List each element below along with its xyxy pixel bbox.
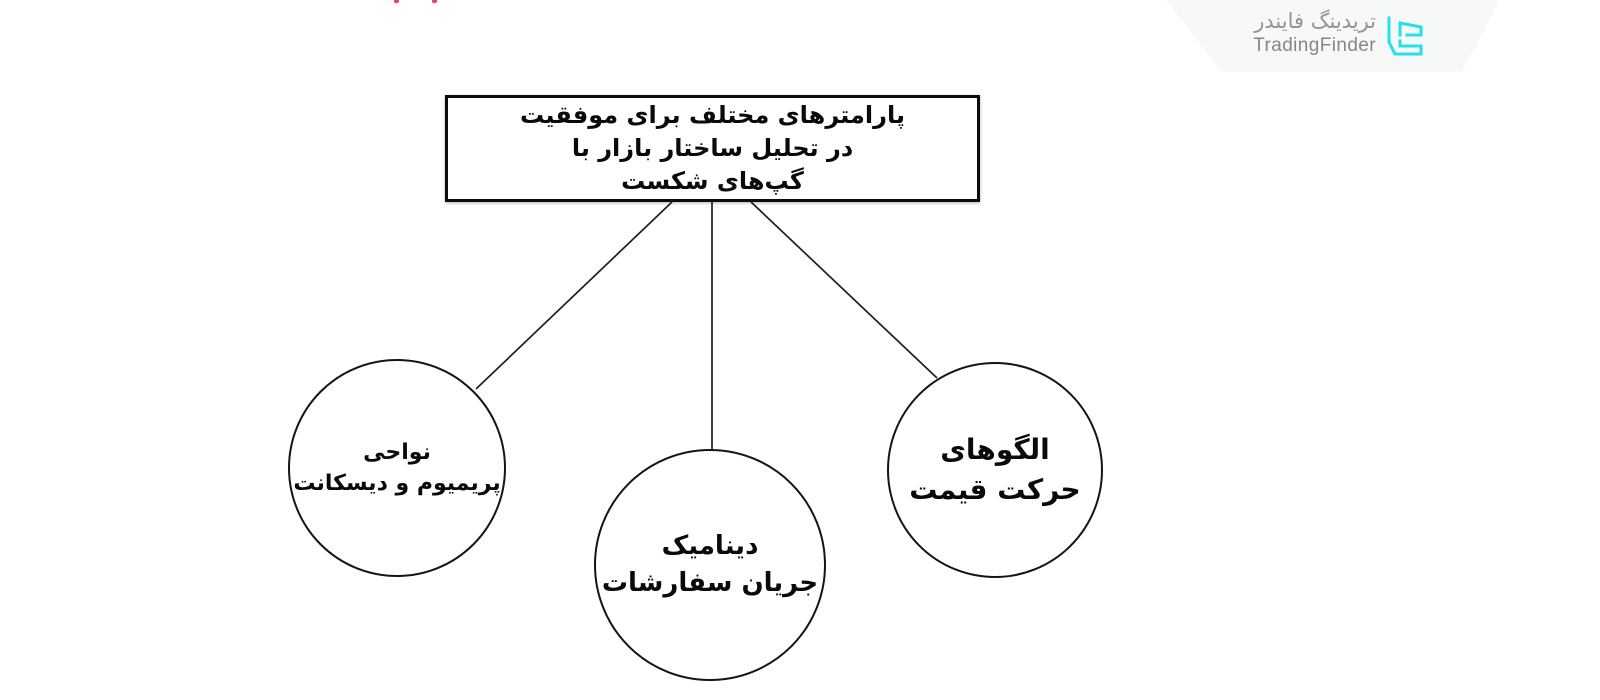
node-label-line: نواحی: [363, 440, 431, 465]
root-node-line-3: گپ‌های شکست: [621, 167, 804, 195]
brand-banner: تریدینگ فایندر TradingFinder: [1166, 0, 1500, 72]
logo-stroke-upper: [1398, 21, 1423, 37]
root-node-line-2: در تحلیل ساختار بازار با: [571, 134, 854, 162]
root-node-line-1: پارامترهای مختلف برای موفقیت: [520, 101, 905, 129]
brand-wordmark: تریدینگ فایندر TradingFinder: [1253, 8, 1376, 58]
connector-root-to-premium-discount: [475, 201, 673, 390]
tradingfinder-logo-icon: [1387, 16, 1423, 56]
node-label-line: حرکت قیمت: [909, 473, 1081, 506]
logo-stroke-lower: [1387, 16, 1423, 56]
brand-name-farsi: تریدینگ فایندر: [1254, 9, 1376, 33]
connector-root-to-price-patterns: [750, 201, 938, 379]
node-order-flow-dynamics: دینامیک جریان سفارشات: [594, 449, 826, 681]
node-label-line: دینامیک: [661, 531, 759, 561]
cropped-red-speck: [394, 0, 399, 3]
node-label-line: الگوهای: [940, 433, 1050, 466]
root-node: پارامترهای مختلف برای موفقیت در تحلیل سا…: [445, 95, 980, 202]
node-price-movement-patterns: الگوهای حرکت قیمت: [887, 362, 1103, 578]
brand-name-english: TradingFinder: [1253, 35, 1376, 56]
node-label-line: جریان سفارشات: [601, 568, 819, 598]
node-premium-discount-zones: نواحی پریمیوم و دیسکانت: [288, 359, 506, 577]
cropped-red-speck: [432, 0, 437, 3]
node-label-line: پریمیوم و دیسکانت: [293, 471, 501, 496]
